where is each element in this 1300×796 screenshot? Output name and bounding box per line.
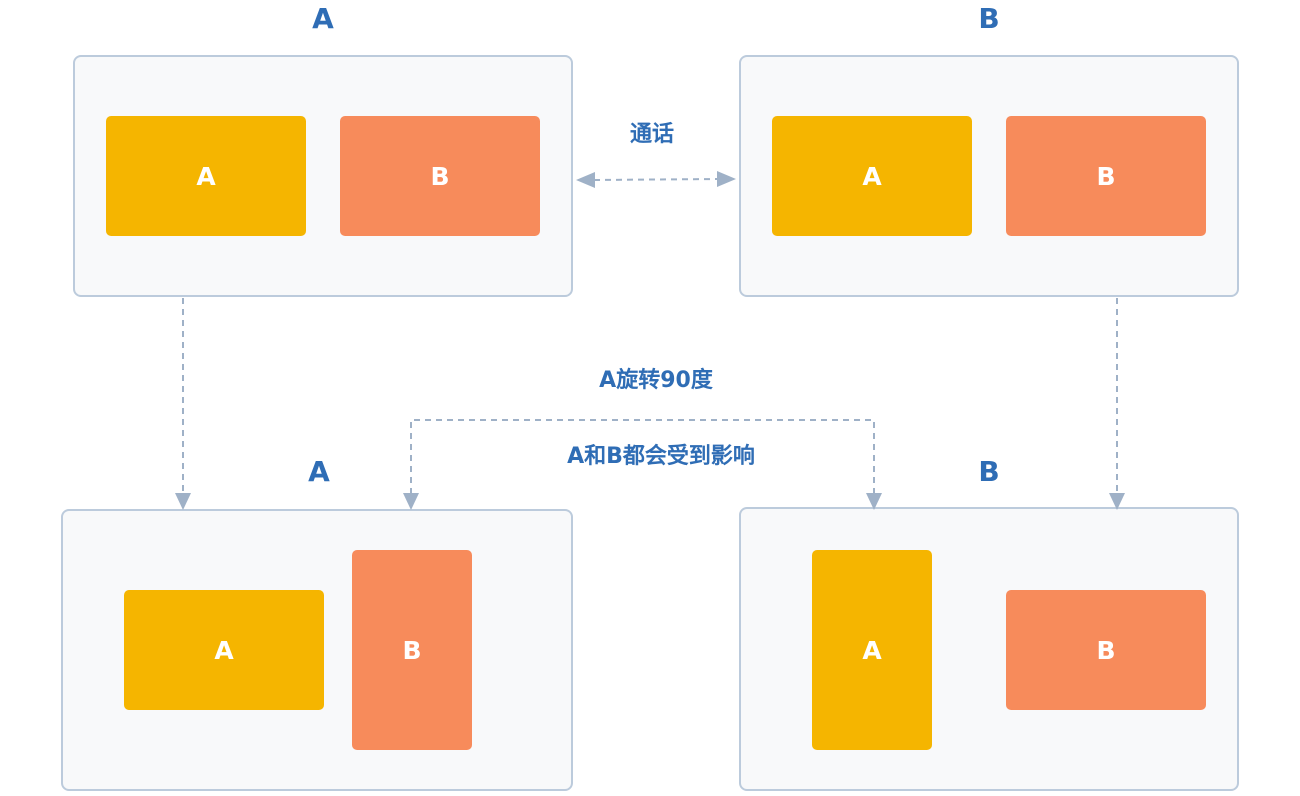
tile-b: B [340,116,540,236]
tile-a: A [124,590,324,710]
arrowhead-down [1109,493,1125,510]
effect-label: A和B都会受到影响 [567,444,755,469]
arrowhead-left [576,172,595,188]
tile-a: A [772,116,972,236]
call-connector [593,178,719,181]
device-b-screen-top: A B [739,55,1239,297]
call-label: 通话 [629,122,674,147]
device-b-title-bottom: B [978,455,1000,488]
arrowhead-down [866,493,882,510]
tile-a: A [106,116,306,236]
device-b-title-top: B [978,2,1000,35]
tile-b: B [1006,590,1206,710]
device-a-screen-bottom: A B [61,509,573,791]
device-b-screen-bottom: A B [739,507,1239,791]
tile-b: B [352,550,472,750]
arrowhead-right [717,171,736,187]
device-a-title-bottom: A [308,455,330,488]
rotate-label: A旋转90度 [599,368,713,393]
rotation-connector [410,419,875,494]
device-a-screen-top: A B [73,55,573,297]
arrowhead-down [175,493,191,510]
tile-a: A [812,550,932,750]
device-a-title-top: A [312,2,334,35]
arrowhead-down [403,493,419,510]
tile-b: B [1006,116,1206,236]
